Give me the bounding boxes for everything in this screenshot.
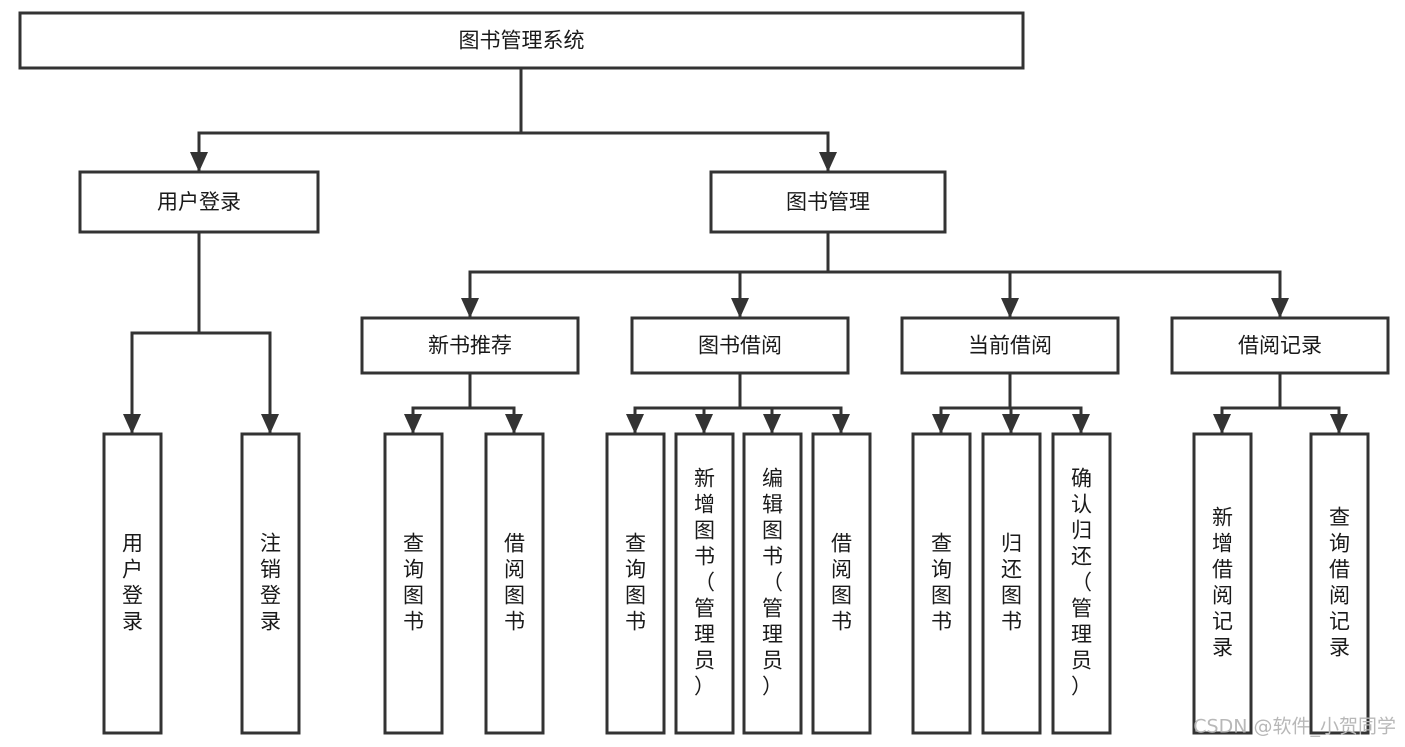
arrow-head-icon bbox=[1002, 414, 1020, 434]
arrow-head-icon bbox=[1072, 414, 1090, 434]
arrow-head-icon bbox=[626, 414, 644, 434]
node-leaf-logout-label: 注销登录 bbox=[260, 532, 281, 634]
node-leaf-logout-rect[interactable] bbox=[240, 432, 301, 735]
node-leaf-return-book[interactable]: 归还图书 bbox=[981, 432, 1042, 735]
arrow-head-icon bbox=[505, 414, 523, 434]
arrow-head-icon bbox=[695, 414, 713, 434]
node-leaf-add-borrow-record[interactable]: 新增借阅记录 bbox=[1192, 432, 1253, 735]
node-leaf-add-borrow-record-rect[interactable] bbox=[1192, 432, 1253, 735]
node-user-login-label: 用户登录 bbox=[157, 190, 241, 214]
node-leaf-query-book-current-label: 查询图书 bbox=[931, 532, 952, 634]
node-leaf-borrow-book[interactable]: 借阅图书 bbox=[811, 432, 872, 735]
node-leaf-query-book-current-rect[interactable] bbox=[911, 432, 972, 735]
arrow-head-icon bbox=[731, 298, 749, 318]
node-user-login-rect[interactable] bbox=[78, 170, 320, 234]
node-user-login[interactable]: 用户登录 bbox=[78, 170, 320, 234]
node-leaf-query-borrow-record-rect[interactable] bbox=[1309, 432, 1370, 735]
node-current-borrow-label: 当前借阅 bbox=[968, 334, 1052, 358]
arrow-head-icon bbox=[819, 152, 837, 172]
boxes-layer: 图书管理系统用户登录图书管理新书推荐图书借阅当前借阅借阅记录用户登录注销登录查询… bbox=[18, 11, 1390, 735]
node-borrow-records[interactable]: 借阅记录 bbox=[1170, 316, 1390, 375]
arrow-head-icon bbox=[461, 298, 479, 318]
node-leaf-query-book-current[interactable]: 查询图书 bbox=[911, 432, 972, 735]
node-leaf-add-book-admin-rect[interactable] bbox=[674, 432, 735, 735]
node-root-rect[interactable] bbox=[18, 11, 1025, 70]
arrow-head-icon bbox=[123, 414, 141, 434]
node-leaf-add-book-admin-label: 新增图书（管理员） bbox=[694, 467, 715, 699]
node-leaf-borrow-book-rect[interactable] bbox=[811, 432, 872, 735]
node-leaf-user-login-label: 用户登录 bbox=[122, 532, 143, 634]
node-leaf-query-borrow-record-label: 查询借阅记录 bbox=[1329, 506, 1350, 660]
watermark: CSDN @软件_小贺同学 bbox=[1193, 716, 1396, 738]
node-leaf-query-book-rec-label: 查询图书 bbox=[403, 532, 424, 634]
node-current-borrow[interactable]: 当前借阅 bbox=[900, 316, 1120, 375]
node-leaf-borrow-book-label: 借阅图书 bbox=[831, 532, 852, 634]
node-leaf-query-borrow-record[interactable]: 查询借阅记录 bbox=[1309, 432, 1370, 735]
node-leaf-query-book-borrow[interactable]: 查询图书 bbox=[605, 432, 666, 735]
node-leaf-edit-book-admin[interactable]: 编辑图书（管理员） bbox=[742, 432, 803, 735]
node-leaf-query-book-rec-rect[interactable] bbox=[383, 432, 444, 735]
node-leaf-borrow-book-rec[interactable]: 借阅图书 bbox=[484, 432, 545, 735]
node-root[interactable]: 图书管理系统 bbox=[18, 11, 1025, 70]
arrow-head-icon bbox=[190, 152, 208, 172]
node-leaf-logout[interactable]: 注销登录 bbox=[240, 432, 301, 735]
node-book-management[interactable]: 图书管理 bbox=[709, 170, 947, 234]
arrow-head-icon bbox=[404, 414, 422, 434]
arrow-head-icon bbox=[1213, 414, 1231, 434]
node-root-label: 图书管理系统 bbox=[459, 29, 585, 53]
node-leaf-user-login[interactable]: 用户登录 bbox=[102, 432, 163, 735]
node-borrow-records-rect[interactable] bbox=[1170, 316, 1390, 375]
node-leaf-query-book-rec[interactable]: 查询图书 bbox=[383, 432, 444, 735]
node-book-borrow[interactable]: 图书借阅 bbox=[630, 316, 850, 375]
node-leaf-confirm-return-admin-rect[interactable] bbox=[1051, 432, 1112, 735]
node-leaf-query-book-borrow-rect[interactable] bbox=[605, 432, 666, 735]
node-leaf-confirm-return-admin-label: 确认归还（管理员） bbox=[1071, 467, 1092, 699]
arrow-head-icon bbox=[1271, 298, 1289, 318]
arrow-head-icon bbox=[1001, 298, 1019, 318]
connectors-layer bbox=[123, 66, 1348, 434]
node-leaf-edit-book-admin-label: 编辑图书（管理员） bbox=[762, 467, 783, 699]
arrow-head-icon bbox=[832, 414, 850, 434]
node-leaf-return-book-label: 归还图书 bbox=[1001, 532, 1022, 634]
arrow-head-icon bbox=[1330, 414, 1348, 434]
node-leaf-return-book-rect[interactable] bbox=[981, 432, 1042, 735]
node-book-borrow-rect[interactable] bbox=[630, 316, 850, 375]
node-leaf-add-borrow-record-label: 新增借阅记录 bbox=[1212, 506, 1233, 660]
node-leaf-user-login-rect[interactable] bbox=[102, 432, 163, 735]
node-leaf-confirm-return-admin[interactable]: 确认归还（管理员） bbox=[1051, 432, 1112, 735]
node-current-borrow-rect[interactable] bbox=[900, 316, 1120, 375]
node-book-management-label: 图书管理 bbox=[786, 190, 870, 214]
node-new-book-recommend[interactable]: 新书推荐 bbox=[360, 316, 580, 375]
arrow-head-icon bbox=[932, 414, 950, 434]
node-new-book-recommend-label: 新书推荐 bbox=[428, 334, 512, 358]
node-leaf-query-book-borrow-label: 查询图书 bbox=[625, 532, 646, 634]
arrow-head-icon bbox=[261, 414, 279, 434]
node-new-book-recommend-rect[interactable] bbox=[360, 316, 580, 375]
node-book-borrow-label: 图书借阅 bbox=[698, 334, 782, 358]
node-leaf-borrow-book-rec-rect[interactable] bbox=[484, 432, 545, 735]
node-leaf-borrow-book-rec-label: 借阅图书 bbox=[504, 532, 525, 634]
node-leaf-add-book-admin[interactable]: 新增图书（管理员） bbox=[674, 432, 735, 735]
arrow-head-icon bbox=[763, 414, 781, 434]
node-borrow-records-label: 借阅记录 bbox=[1238, 334, 1322, 358]
node-leaf-edit-book-admin-rect[interactable] bbox=[742, 432, 803, 735]
node-book-management-rect[interactable] bbox=[709, 170, 947, 234]
